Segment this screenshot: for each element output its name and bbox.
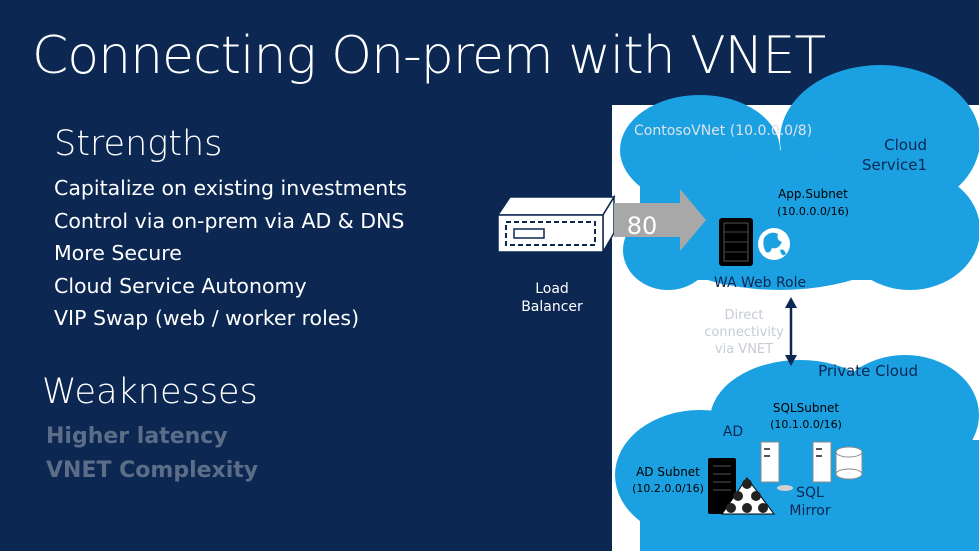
private-cloud-label: Private Cloud [818, 362, 918, 380]
cloud-service-label: Service1 [862, 156, 927, 174]
direct-connectivity-label: connectivity [704, 325, 784, 340]
server-icon [719, 218, 753, 266]
weaknesses-heading: Weaknesses [42, 372, 258, 412]
globe-icon [758, 228, 790, 260]
weakness-item: VNET Complexity [46, 458, 259, 483]
strength-item: Capitalize on existing investments [54, 176, 407, 200]
cloud-service-label: Cloud [884, 136, 927, 154]
strength-item: Control via on-prem via AD & DNS [54, 208, 405, 233]
directory-tree-icon [721, 477, 775, 515]
sql-server-icon [812, 441, 832, 483]
app-subnet-label: App.Subnet [778, 187, 848, 201]
load-balancer-label: Balancer [521, 299, 583, 315]
strengths-heading: Strengths [54, 124, 223, 164]
sql-server-icon [760, 441, 793, 491]
ad-subnet-label: AD Subnet [636, 465, 700, 479]
page-title: Connecting On-prem with VNET [32, 26, 826, 86]
strength-item: More Secure [54, 241, 182, 265]
port-label: 80 [627, 212, 658, 240]
strengths-list: Capitalize on existing investments Contr… [54, 172, 407, 335]
cloud-service-cloud [620, 65, 979, 290]
strength-item: Cloud Service Autonomy [54, 273, 307, 298]
ad-label: AD [723, 424, 743, 440]
ad-subnet-range: (10.2.0.0/16) [632, 482, 704, 495]
strength-item: VIP Swap (web / worker roles) [54, 306, 360, 330]
vnet-label: ContosoVNet (10.0.0.0/8) [634, 123, 812, 139]
sql-subnet-range: (10.1.0.0/16) [770, 418, 842, 431]
direct-connectivity-label: via VNET [715, 342, 773, 357]
web-role-label: WA Web Role [714, 275, 806, 291]
sql-mirror-label: SQL [796, 485, 824, 501]
up-arrow-icon [785, 297, 797, 308]
sql-subnet-label: SQLSubnet [773, 401, 840, 415]
weakness-item: Higher latency [46, 424, 228, 449]
app-subnet-range: (10.0.0.0/16) [777, 205, 849, 218]
down-arrow-icon [785, 355, 797, 366]
sql-mirror-label: Mirror [789, 503, 830, 519]
database-icon [835, 446, 863, 480]
weaknesses-list: Higher latency VNET Complexity [46, 420, 258, 488]
ad-server-icon [708, 458, 736, 514]
direct-connectivity-label: Direct [725, 308, 764, 323]
load-balancer-icon [496, 194, 616, 255]
load-balancer-label: Load [535, 281, 569, 297]
port-arrow [614, 189, 706, 251]
